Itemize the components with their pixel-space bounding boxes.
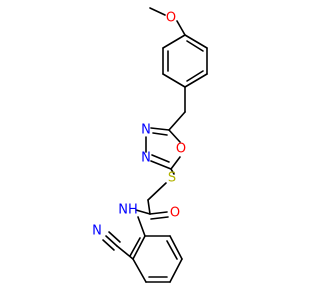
bond-o-ring xyxy=(176,20,186,36)
bonds xyxy=(102,7,208,283)
bond-cn-triple-b xyxy=(102,239,115,251)
ring-nitrogen-lower-label: N xyxy=(141,151,151,166)
bond-ar1-inner xyxy=(186,40,204,52)
ring-oxygen-label: O xyxy=(176,142,186,157)
ring-nitrogen-upper-label: N xyxy=(141,123,151,138)
atom-labels: O O N N S O NH N xyxy=(92,11,186,239)
methoxy-oxygen-label: O xyxy=(166,11,176,26)
bond-br1 xyxy=(132,235,146,260)
bond-br4 xyxy=(169,258,183,283)
carbonyl-oxygen-label: O xyxy=(170,206,180,221)
bond-ch2-c5 xyxy=(168,111,186,131)
sulfur-label: S xyxy=(168,171,176,186)
amide-nh-label: NH xyxy=(118,203,138,218)
bond-methyl-o xyxy=(149,7,166,16)
bond-c2-s xyxy=(170,168,175,175)
bond-c2-o1 xyxy=(170,156,181,170)
bond-cn-triple-a xyxy=(105,235,118,247)
bond-ch2-co xyxy=(147,199,151,215)
bond-br1-inner xyxy=(129,237,141,257)
structure-svg: O O N N S O NH N xyxy=(92,7,208,283)
bond-c5-n4-double xyxy=(150,127,170,131)
bond-ar3-inner xyxy=(186,70,204,82)
bond-br5 xyxy=(169,235,183,260)
molecule-diagram: O O N N S O NH N xyxy=(92,7,208,283)
bond-ar4 xyxy=(162,73,186,88)
bond-co-nh xyxy=(135,209,151,215)
nitrile-nitrogen-label: N xyxy=(92,224,102,239)
bond-c-o-double-2 xyxy=(150,216,169,220)
bond-o1-c5 xyxy=(168,129,181,143)
bond-ar6 xyxy=(162,34,186,49)
bond-br5-inner xyxy=(166,240,178,260)
bond-ar1 xyxy=(184,34,208,49)
bond-n3-c2-double-2 xyxy=(151,154,170,163)
bond-s-ch2 xyxy=(147,182,167,201)
bond-cn-triple-c xyxy=(108,231,121,243)
bond-ar-cn xyxy=(116,245,134,260)
bond-c-o-double xyxy=(149,211,168,215)
bond-nh-ar xyxy=(137,216,146,237)
bond-c5-n4-double-2 xyxy=(152,132,168,136)
bond-br2 xyxy=(132,258,147,283)
bond-n3-c2-double xyxy=(150,160,172,170)
bond-ar3 xyxy=(184,73,208,88)
